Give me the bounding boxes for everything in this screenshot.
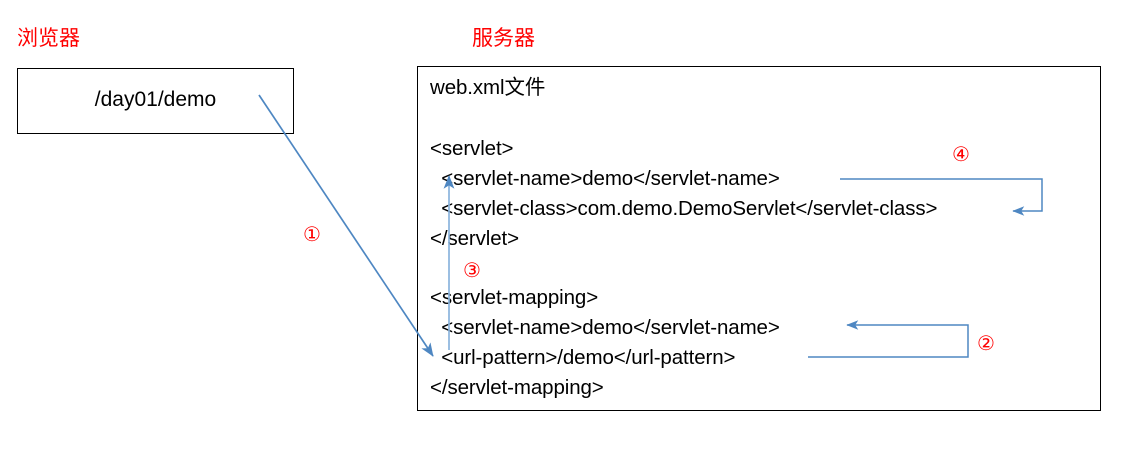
code-line-servlet-mapping-close: </servlet-mapping> [430,376,604,399]
step-marker-4: ④ [952,142,970,166]
code-line-servlet-class: <servlet-class>com.demo.DemoServlet</ser… [430,197,938,220]
step-marker-2: ② [977,331,995,355]
step-marker-1: ① [303,222,321,246]
arrow-step-1 [258,94,434,357]
browser-url-text: /day01/demo [94,88,217,111]
webxml-file-label: web.xml文件 [430,76,546,99]
code-line-servlet-open: <servlet> [430,137,514,160]
code-line-servlet-name-1: <servlet-name>demo</servlet-name> [430,167,780,190]
code-line-url-pattern: <url-pattern>/demo</url-pattern> [430,346,736,369]
browser-section-title: 浏览器 [17,26,80,50]
step-marker-3: ③ [463,258,481,282]
server-section-title: 服务器 [472,26,535,50]
code-line-servlet-mapping-open: <servlet-mapping> [430,286,599,309]
code-line-servlet-name-2: <servlet-name>demo</servlet-name> [430,316,780,339]
code-line-servlet-close: </servlet> [430,227,520,250]
